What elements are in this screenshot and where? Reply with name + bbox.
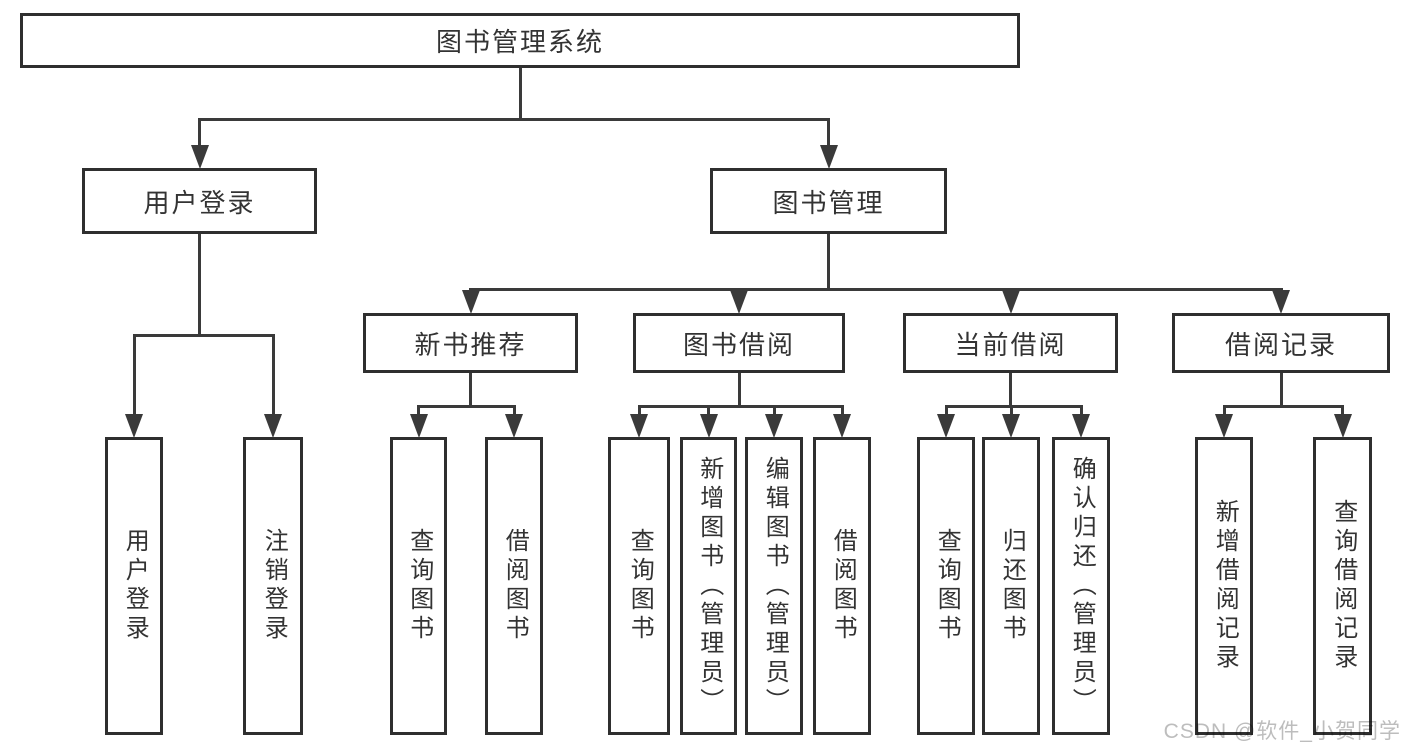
arrowhead-down-icon [505, 414, 523, 438]
connector-stem [1009, 373, 1012, 408]
connector-stem [1279, 373, 1283, 408]
node-label-leaf-add-book: 新增图书（管理员） [695, 455, 723, 717]
arrowhead-down-icon [1215, 414, 1233, 438]
connector-stem [469, 373, 472, 408]
node-current-borrow: 当前借阅 [903, 313, 1118, 373]
node-root: 图书管理系统 [20, 13, 1020, 68]
connector-bus [198, 118, 830, 121]
node-leaf-edit-book: 编辑图书（管理员） [745, 437, 803, 735]
connector-drop [512, 405, 516, 415]
arrowhead-down-icon [937, 414, 955, 438]
connector-drop [1279, 288, 1283, 291]
node-label-leaf-edit-book: 编辑图书（管理员） [761, 455, 789, 717]
watermark: CSDN @软件_小贺同学 [1163, 720, 1401, 743]
arrowhead-down-icon [190, 145, 209, 169]
connector-bus [132, 334, 275, 337]
node-leaf-return-book: 归还图书 [982, 437, 1040, 735]
connector-bus [469, 288, 1283, 291]
arrowhead-down-icon [765, 414, 783, 438]
arrowhead-down-icon [1272, 290, 1290, 314]
arrowhead-down-icon [125, 414, 143, 438]
connector-drop [132, 334, 136, 415]
node-leaf-logout: 注销登录 [243, 437, 303, 735]
connector-drop [827, 118, 830, 146]
node-new-book-rec: 新书推荐 [363, 313, 578, 373]
connector-drop [637, 405, 641, 415]
node-leaf-confirm-return: 确认归还（管理员） [1052, 437, 1110, 735]
connector-drop [707, 405, 710, 415]
arrowhead-down-icon [264, 414, 282, 438]
node-leaf-query-book-new: 查询图书 [390, 437, 447, 735]
arrowhead-down-icon [630, 414, 648, 438]
node-label-leaf-query-book-bor: 查询图书 [626, 528, 654, 644]
connector-stem [518, 68, 522, 121]
connector-stem [198, 234, 201, 337]
connector-stem [737, 373, 741, 408]
connector-drop [417, 405, 420, 415]
connector-drop [840, 405, 844, 415]
node-label-book-mgmt: 图书管理 [772, 187, 885, 218]
node-label-leaf-query-record: 查询借阅记录 [1329, 499, 1357, 673]
connector-drop [1341, 405, 1344, 415]
connector-drop [737, 288, 741, 291]
node-user-login: 用户登录 [82, 168, 317, 234]
arrowhead-down-icon [461, 290, 480, 314]
node-leaf-add-record: 新增借阅记录 [1195, 437, 1253, 735]
node-label-leaf-return-book: 归还图书 [998, 528, 1026, 644]
node-leaf-user-login: 用户登录 [105, 437, 163, 735]
node-label-borrow-record: 借阅记录 [1224, 329, 1337, 360]
node-leaf-borrow-book-bor: 借阅图书 [813, 437, 871, 735]
arrowhead-down-icon [819, 145, 838, 169]
arrowhead-down-icon [409, 414, 428, 438]
node-label-leaf-confirm-return: 确认归还（管理员） [1068, 455, 1096, 717]
connector-drop [1222, 405, 1226, 415]
node-book-borrow: 图书借阅 [633, 313, 845, 373]
node-label-user-login: 用户登录 [143, 187, 256, 218]
node-label-root: 图书管理系统 [435, 27, 604, 57]
connector-drop [1009, 405, 1013, 415]
node-leaf-borrow-book-new: 借阅图书 [485, 437, 543, 735]
arrowhead-down-icon [1072, 414, 1090, 438]
connector-bus [1222, 405, 1344, 408]
node-label-leaf-user-login: 用户登录 [121, 528, 149, 644]
connector-drop [772, 405, 776, 415]
node-leaf-query-book-cur: 查询图书 [917, 437, 975, 735]
node-label-leaf-logout: 注销登录 [260, 528, 288, 644]
connector-bus [637, 405, 844, 408]
arrowhead-down-icon [1002, 414, 1020, 438]
node-label-leaf-query-book-new: 查询图书 [405, 528, 433, 644]
node-leaf-query-book-bor: 查询图书 [608, 437, 670, 735]
node-borrow-record: 借阅记录 [1172, 313, 1390, 373]
connector-drop [271, 334, 275, 415]
node-label-leaf-borrow-book-bor: 借阅图书 [829, 528, 857, 644]
connector-drop [1079, 405, 1083, 415]
node-leaf-add-book: 新增图书（管理员） [680, 437, 737, 735]
node-leaf-query-record: 查询借阅记录 [1313, 437, 1372, 735]
arrowhead-down-icon [1001, 290, 1020, 314]
connector-drop [198, 118, 201, 146]
connector-bus [417, 405, 516, 408]
node-label-new-book-rec: 新书推荐 [414, 329, 527, 360]
connector-drop [1009, 288, 1012, 291]
node-label-leaf-add-record: 新增借阅记录 [1211, 499, 1239, 673]
connector-drop [944, 405, 948, 415]
connector-drop [469, 288, 472, 291]
arrowhead-down-icon [730, 290, 748, 314]
arrowhead-down-icon [1333, 414, 1352, 438]
node-label-current-borrow: 当前借阅 [954, 329, 1067, 360]
node-label-leaf-query-book-cur: 查询图书 [933, 528, 961, 644]
arrowhead-down-icon [833, 414, 851, 438]
node-book-mgmt: 图书管理 [710, 168, 947, 234]
arrowhead-down-icon [699, 414, 718, 438]
node-label-leaf-borrow-book-new: 借阅图书 [501, 528, 529, 644]
connector-bus [944, 405, 1083, 408]
node-label-book-borrow: 图书借阅 [682, 329, 795, 360]
connector-stem [827, 234, 830, 291]
